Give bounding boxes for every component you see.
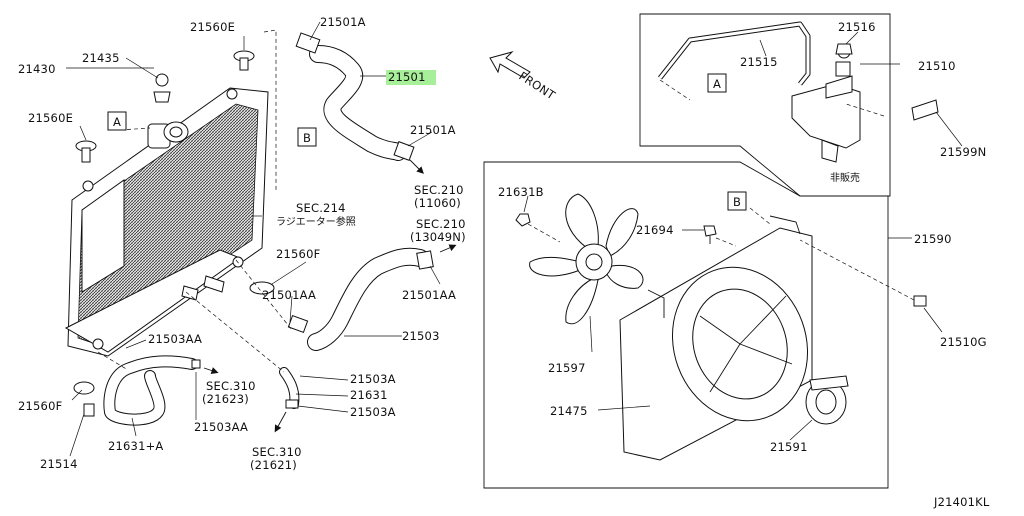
sec310-b-sub: (21621) [250,458,297,472]
overflow-hose-21631A[interactable] [103,355,201,426]
ref-box-B-left: B [297,127,317,147]
mount-bushing-21560F-bot[interactable] [73,381,95,395]
ref-box-A-right: A [707,73,727,93]
sec214-label[interactable]: SEC.214 [296,201,346,215]
nut-21631B[interactable] [515,213,531,227]
radiator-cap[interactable] [153,73,171,103]
cap-21516[interactable] [835,43,853,55]
sec210-a-sub: (11060) [414,196,461,210]
drain-plug-21514[interactable] [83,403,95,417]
sec310-a-sub: (21623) [202,392,249,406]
mount-bushing-21560F-mid[interactable] [249,281,275,295]
callout-21435[interactable]: 21435 [82,51,120,65]
callout-21501AA-mid[interactable]: 21501AA [262,288,316,302]
callout-21501[interactable]: 21501 [388,70,426,84]
leader-lines [66,21,441,457]
callout-21591[interactable]: 21591 [770,440,808,454]
ref-box-A-left-text: A [113,115,121,129]
front-arrow [489,51,531,79]
ref-box-A-right-text: A [713,77,721,91]
callout-21510[interactable]: 21510 [918,59,956,73]
flow-arrows [203,159,457,433]
callout-21510G[interactable]: 21510G [940,335,987,349]
callout-21560E-left[interactable]: 21560E [28,111,73,125]
not-sold-label: 非販売 [830,171,860,184]
sec210-b-sub: (13049N) [410,230,466,244]
callout-21599N[interactable]: 21599N [940,145,986,159]
callout-21631[interactable]: 21631 [350,388,388,402]
callout-21503A-bot[interactable]: 21503A [350,405,396,419]
callout-labels: 21430 21435 21560E 21560E 21501A 21501 2… [18,15,987,471]
callout-21430[interactable]: 21430 [18,62,56,76]
callout-21503A-top[interactable]: 21503A [350,372,396,386]
ref-box-B-right: B [727,191,747,211]
callout-21501AA-right[interactable]: 21501AA [402,288,456,302]
sec210-a-label[interactable]: SEC.210 [414,183,464,197]
sec310-a-label[interactable]: SEC.310 [206,379,256,393]
callout-21597[interactable]: 21597 [548,361,586,375]
callout-21694[interactable]: 21694 [636,223,674,237]
upper-hose[interactable] [295,32,415,161]
lower-hose[interactable] [287,247,434,351]
callout-21631A[interactable]: 21631+A [108,439,164,453]
fan-shroud-box [483,161,889,489]
callout-21560F-bot[interactable]: 21560F [18,399,62,413]
sec214-sub: ラジエーター参照 [276,215,356,228]
callout-21503[interactable]: 21503 [402,329,440,343]
diagram-id: J21401KL [933,495,990,509]
callout-21516[interactable]: 21516 [838,20,876,34]
mount-bushing-21560E-left[interactable] [75,140,97,163]
box-leaders [523,31,963,441]
callout-21560F-mid[interactable]: 21560F [276,247,320,261]
callout-21560E-top[interactable]: 21560E [190,20,235,34]
fan-motor[interactable] [805,375,849,425]
sec310-b-label[interactable]: SEC.310 [252,445,302,459]
ref-box-A-left: A [107,111,127,131]
ref-box-B-left-text: B [303,131,311,145]
bolt-21694[interactable] [703,225,717,244]
callout-21475[interactable]: 21475 [550,404,588,418]
callout-21501A-top[interactable]: 21501A [320,15,366,29]
front-label: FRONT [516,69,558,103]
callout-21514[interactable]: 21514 [40,457,78,471]
radiator [64,87,269,357]
fan-blade[interactable] [529,193,644,325]
callout-21631B[interactable]: 21631B [498,185,544,199]
callout-21503AA-top[interactable]: 21503AA [148,332,202,346]
ref-box-B-right-text: B [733,195,741,209]
callout-21515[interactable]: 21515 [740,55,778,69]
callout-21590[interactable]: 21590 [914,232,952,246]
reservoir-box [639,13,939,197]
mount-bushing-21560E-top[interactable] [233,50,255,71]
callout-21501A-right[interactable]: 21501A [410,123,456,137]
bolt-21510G[interactable] [799,239,927,307]
fan-shroud[interactable] [619,215,829,461]
sec210-b-label[interactable]: SEC.210 [416,217,466,231]
highlight-21501 [386,70,436,85]
bypass-hose-21631[interactable] [279,367,300,409]
callout-21503AA-bot[interactable]: 21503AA [194,420,248,434]
